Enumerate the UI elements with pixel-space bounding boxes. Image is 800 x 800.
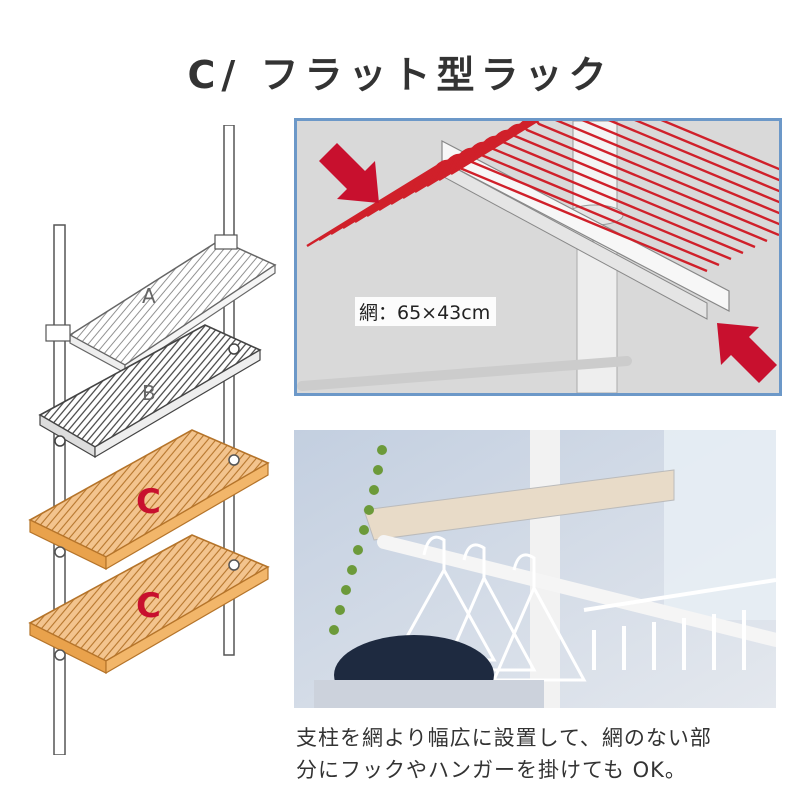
shelf-c-upper: C [28,429,270,571]
back-pole [223,125,235,656]
photo-wire-shelf [583,578,776,670]
shelf-label-c-lower: C [136,586,161,626]
mesh-size-label: 網：65×43cm [355,297,497,326]
photo-rail [363,469,675,541]
shelf-label-c-upper: C [136,482,161,522]
shelf-label-a: A [142,284,156,308]
mesh-detail-view: 網：65×43cm [294,118,782,396]
plant [329,445,387,635]
shelf-label-b: B [142,381,156,405]
wire-mesh [306,121,779,273]
dotted-clothing [314,680,544,708]
clear-box [664,430,776,620]
front-pole [53,224,66,755]
caption-line-1: 支柱を網より幅広に設置して、網のない部 [296,726,712,750]
arrow-top-left-icon [319,143,379,203]
usage-photo [294,430,776,708]
arrow-bottom-right-icon [717,323,777,383]
hangers [391,535,587,682]
photo-rod [377,535,776,647]
shelf-c-lower: C [28,534,270,675]
caption-line-2: 分にフックやハンガーを掛けても OK。 [296,758,687,782]
shelf-a: A [45,234,277,375]
shelf-b: B [38,324,262,459]
caption: 支柱を網より幅広に設置して、網のない部 分にフックやハンガーを掛けても OK。 [296,722,776,786]
rack-illustration: A B C C [28,125,277,755]
page-title: C/ フラット型ラック [187,53,613,97]
